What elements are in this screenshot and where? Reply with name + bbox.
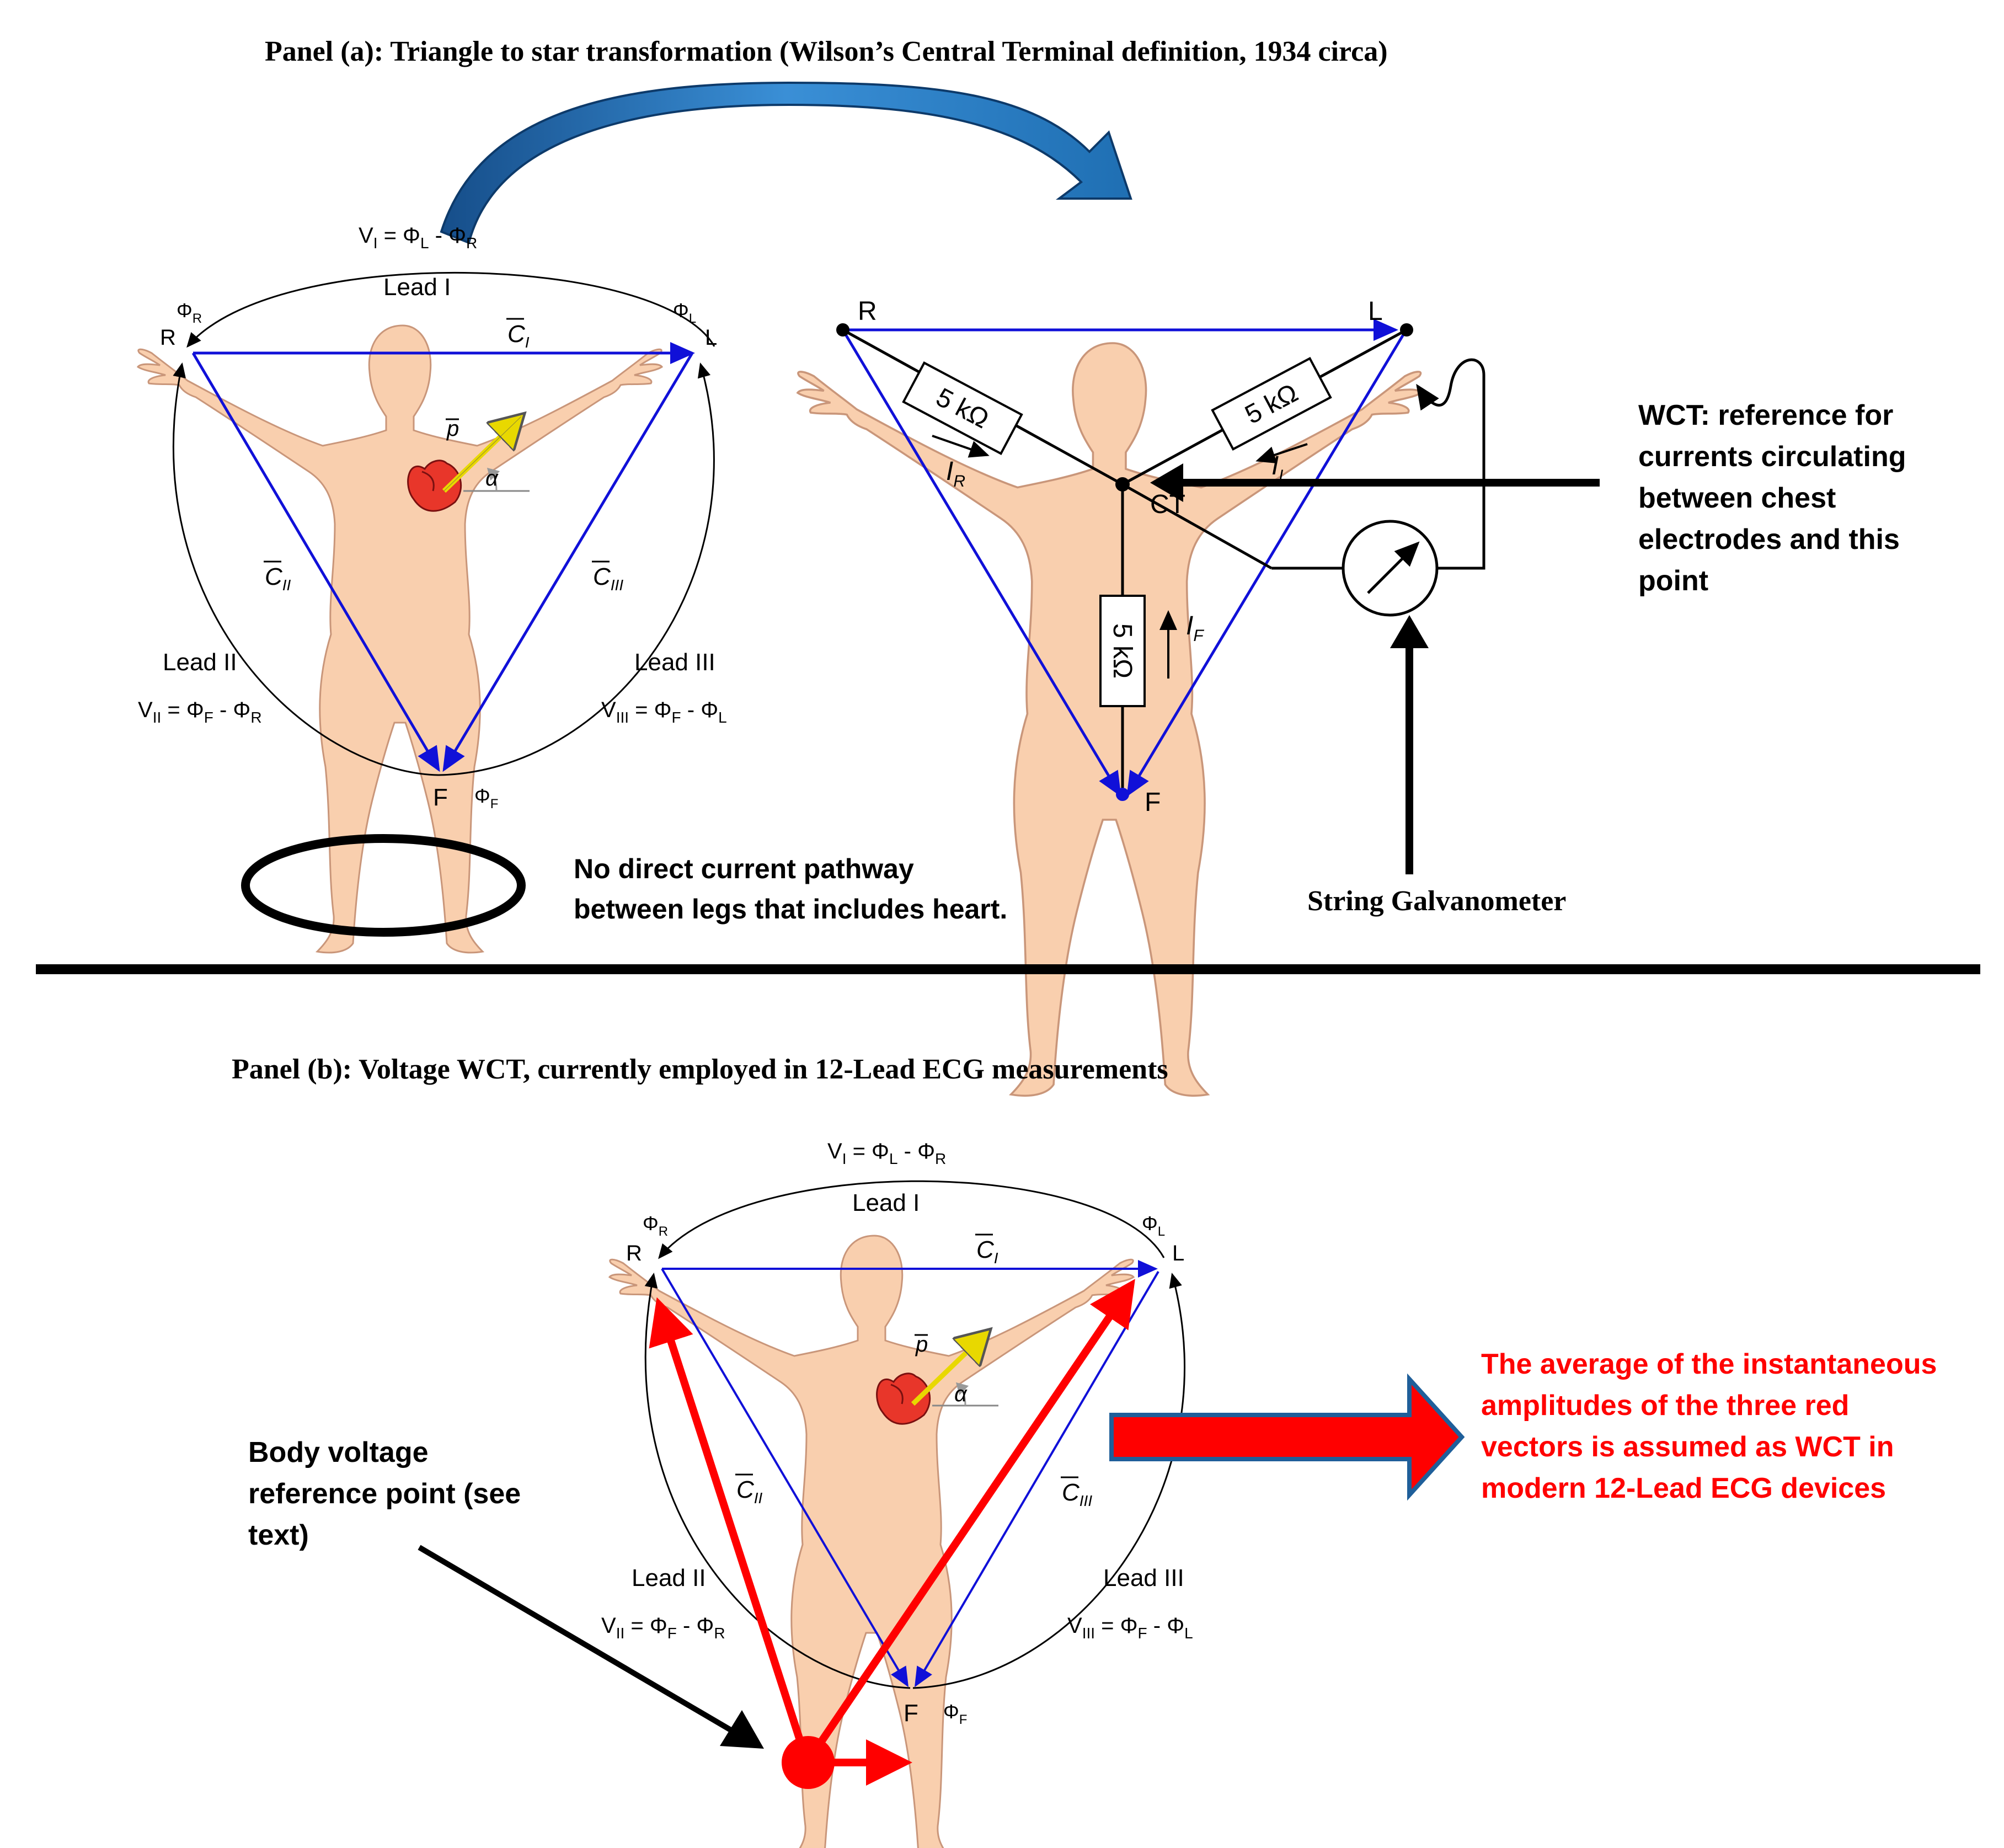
p-label-b: p — [915, 1332, 928, 1356]
L-label-wilson: L — [1368, 297, 1383, 326]
cII-label-a: CII — [265, 563, 291, 594]
iF-label: IF — [1186, 611, 1204, 645]
vIII-label-b: VIII = ΦF - ΦL — [1067, 1614, 1193, 1642]
p-label-a: p — [446, 416, 459, 441]
lead-1-label-a: Lead I — [383, 274, 451, 301]
vIII-label-a: VIII = ΦF - ΦL — [601, 698, 727, 726]
phiR-label-b: ΦR — [643, 1212, 668, 1239]
heart-a — [407, 460, 462, 512]
alpha-arc-a — [487, 467, 500, 492]
R-label-b: R — [626, 1241, 642, 1265]
svg-text:currents circulating: currents circulating — [1638, 441, 1906, 473]
cIII-label-a: CIII — [593, 563, 623, 594]
body-reference-point — [782, 1736, 835, 1789]
dipole-vector-a-outline — [443, 416, 522, 492]
svg-text:electrodes and this: electrodes and this — [1638, 524, 1900, 556]
phiL-label-b: ΦL — [1142, 1212, 1165, 1239]
vI-label-b: VI = ΦL - ΦR — [827, 1139, 946, 1167]
svg-text:WCT: reference for: WCT: reference for — [1638, 399, 1893, 431]
body-reference-arrow — [418, 1545, 764, 1749]
alpha-label-a: α — [485, 466, 499, 490]
transformation-arrow — [440, 81, 1132, 244]
lead-arcs-a — [172, 272, 715, 776]
alpha-arc-b — [955, 1382, 969, 1406]
heart-b — [876, 1372, 931, 1425]
wct-pointer-arrow — [1150, 463, 1600, 502]
svg-text:5 kΩ: 5 kΩ — [1108, 623, 1137, 679]
F-label-a: F — [433, 784, 448, 811]
wct-average-arrow — [1109, 1373, 1465, 1501]
lead-2-label-a: Lead II — [163, 649, 237, 676]
cI-label-a: CI — [507, 321, 530, 351]
phiF-label-a: ΦF — [474, 784, 498, 811]
node-L — [1400, 323, 1413, 337]
panel-a-right-labels: R L F CT IR IL IF — [858, 297, 1383, 817]
svg-text:amplitudes of the three red: amplitudes of the three red — [1481, 1390, 1849, 1422]
panel-a-left-labels: VI = ΦL - ΦR Lead I CI ΦR R ΦL L p α CII… — [138, 223, 727, 811]
panel-a-title: Panel (a): Triangle to star transformati… — [265, 36, 1388, 67]
svg-text:modern 12-Lead ECG devices: modern 12-Lead ECG devices — [1481, 1472, 1886, 1504]
note-wct: WCT: reference for currents circulating … — [1638, 399, 1906, 597]
svg-text:reference point (see: reference point (see — [248, 1478, 521, 1510]
phiR-label-a: ΦR — [177, 299, 202, 326]
lead-3-label-a: Lead III — [634, 649, 715, 676]
L-label-b: L — [1172, 1241, 1184, 1265]
panel-b-labels: VI = ΦL - ΦR Lead I CI ΦR R ΦL L p α CII… — [601, 1139, 1193, 1727]
lead-2-label-b: Lead II — [632, 1564, 706, 1591]
lead-1-label-b: Lead I — [852, 1189, 920, 1216]
svg-text:text): text) — [248, 1519, 309, 1551]
note-legs: No direct current pathway between legs t… — [574, 853, 1007, 925]
note-average: The average of the instantaneous amplitu… — [1481, 1348, 1937, 1504]
galvanometer-label: String Galvanometer — [1307, 885, 1566, 917]
svg-text:Body voltage: Body voltage — [248, 1436, 429, 1468]
node-R — [836, 323, 849, 337]
alpha-label-b: α — [954, 1382, 968, 1406]
einthoven-triangle-a — [191, 342, 695, 772]
svg-text:point: point — [1638, 565, 1708, 597]
legs-ellipse — [241, 834, 526, 937]
cII-label-b: CII — [736, 1476, 763, 1507]
vI-label-a: VI = ΦL - ΦR — [359, 223, 477, 252]
wilson-figure — [797, 342, 1423, 1097]
panel-b-title: Panel (b): Voltage WCT, currently employ… — [232, 1054, 1168, 1085]
svg-text:between chest: between chest — [1638, 482, 1836, 514]
phiF-label-b: ΦF — [943, 1700, 967, 1727]
phiL-label-a: ΦL — [673, 299, 696, 326]
L-label-a: L — [705, 325, 717, 350]
einthoven-figure-b — [608, 1235, 1135, 1848]
resistor-F: 5 kΩ — [1099, 595, 1146, 707]
F-label-wilson: F — [1145, 788, 1161, 817]
svg-text:vectors is assumed as WCT in: vectors is assumed as WCT in — [1481, 1431, 1894, 1463]
dipole-vector-b — [911, 1332, 987, 1406]
lead-3-label-b: Lead III — [1103, 1564, 1184, 1591]
svg-text:between legs that includes hea: between legs that includes heart. — [574, 894, 1007, 925]
svg-text:No direct current pathway: No direct current pathway — [574, 853, 914, 884]
current-arrows — [932, 435, 1308, 679]
cI-label-b: CI — [976, 1236, 998, 1267]
galvanometer-pointer-arrow — [1390, 615, 1429, 874]
resistor-R: 5 kΩ — [902, 361, 1023, 455]
einthoven-triangle-b — [661, 1260, 1159, 1687]
F-label-b: F — [904, 1700, 918, 1727]
node-CT — [1115, 477, 1130, 492]
R-label-wilson: R — [858, 297, 877, 326]
note-body: Body voltage reference point (see text) — [248, 1436, 521, 1551]
svg-text:The average of the instantaneo: The average of the instantaneous — [1481, 1348, 1937, 1380]
lead-arcs-b — [644, 1180, 1186, 1689]
node-F — [1116, 788, 1129, 801]
vII-label-a: VII = ΦF - ΦR — [138, 698, 262, 726]
R-label-a: R — [160, 325, 176, 350]
iR-label: IR — [946, 457, 965, 490]
cIII-label-b: CIII — [1062, 1479, 1092, 1509]
vII-label-b: VII = ΦF - ΦR — [601, 1614, 725, 1642]
galvanometer — [1342, 520, 1439, 617]
